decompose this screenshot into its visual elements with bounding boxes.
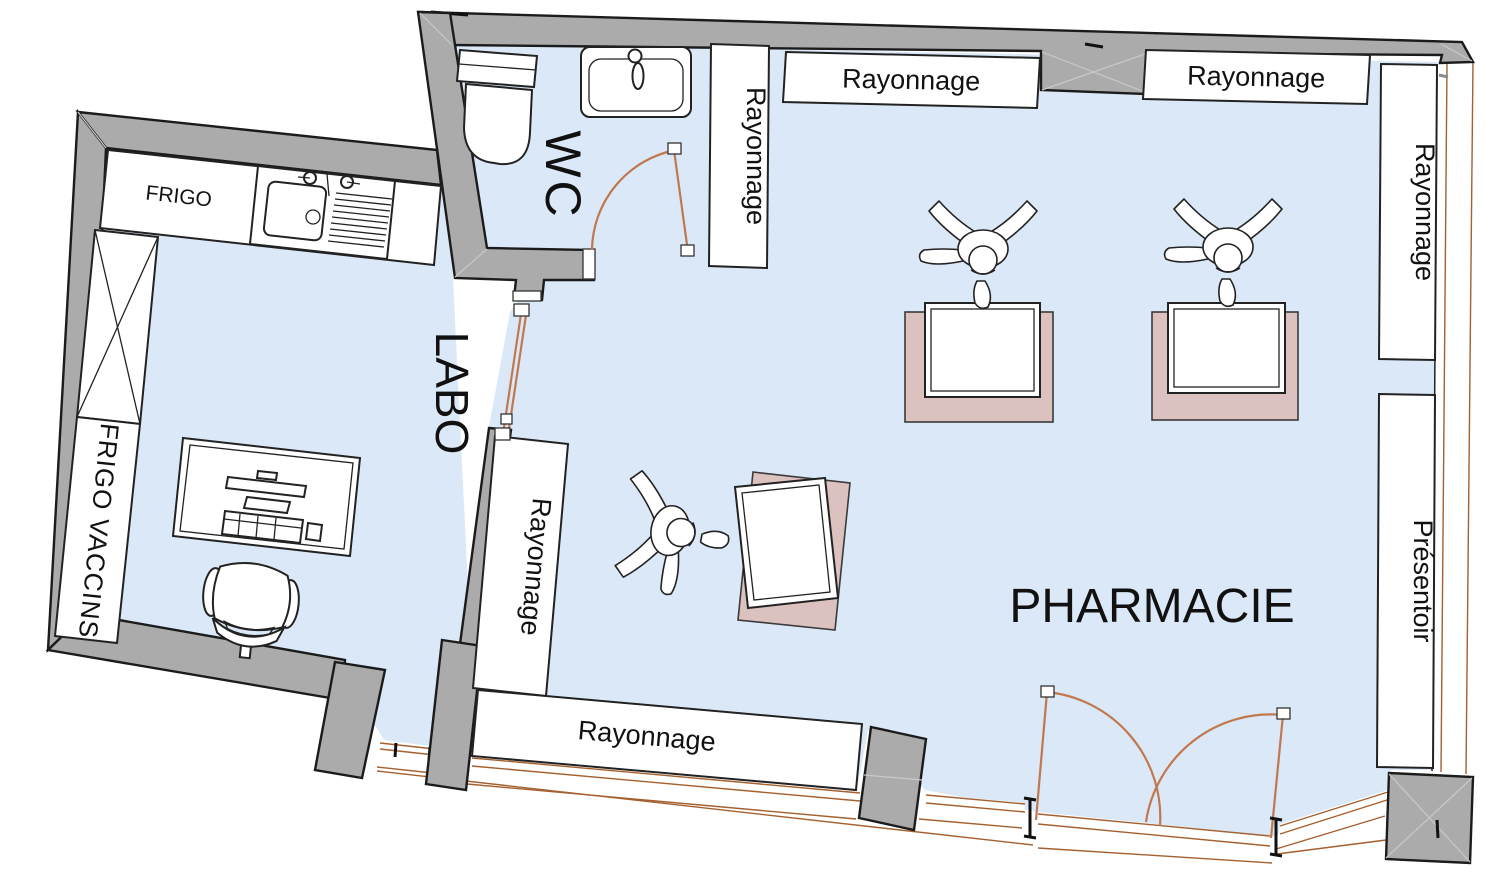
rayonnage-right: Rayonnage <box>1377 62 1440 362</box>
counter-top <box>733 476 840 610</box>
door-jamb-cap <box>582 248 596 280</box>
mouse-icon <box>304 521 324 543</box>
presentoir-right: Présentoir <box>1375 392 1438 770</box>
wc-fixtures <box>455 46 692 166</box>
window-segment-bottom-left <box>466 758 860 820</box>
rayonnage-top-1: Rayonnage <box>781 50 1042 110</box>
entrance-double-door <box>1023 685 1291 858</box>
wc-room-label: WC <box>535 130 591 219</box>
entrance-threshold <box>1037 813 1271 847</box>
counter-2 <box>1151 302 1299 421</box>
counter-top <box>924 302 1041 398</box>
counters <box>733 302 1299 631</box>
counter-top <box>1167 302 1286 394</box>
drainboard-lines <box>327 192 393 248</box>
pharmacie-room-label: PHARMACIE <box>1009 580 1294 633</box>
presentoir-label: Présentoir <box>1408 519 1438 642</box>
frigo-vaccins-cabinet: FRIGO VACCINS <box>53 415 142 645</box>
stub-cap <box>512 290 542 302</box>
wc-sink-icon <box>580 46 692 118</box>
labo-cupboard <box>75 228 160 426</box>
toilet-icon <box>455 48 539 166</box>
pillar-partition <box>424 638 484 792</box>
pillar-middle <box>857 725 928 832</box>
shelving-units: Rayonnage Rayonnage Rayonnage Rayonnage … <box>470 42 1440 792</box>
labo-furniture: FRIGO FRIGO VACCINS <box>53 148 443 660</box>
rayonnage-label: Rayonnage <box>1187 61 1326 94</box>
rayonnage-bottom: Rayonnage <box>470 688 864 792</box>
rayonnage-partition: Rayonnage <box>471 434 570 698</box>
rayonnage-label: Rayonnage <box>842 64 981 97</box>
labo-room-label: LABO <box>426 332 478 455</box>
counter-1 <box>904 302 1054 423</box>
keyboard-icon <box>220 509 305 545</box>
doors <box>494 142 1291 858</box>
wall-step-block <box>313 660 387 780</box>
office-chair <box>202 562 300 660</box>
room-labels: LABO WC PHARMACIE <box>426 130 1295 633</box>
window-segment-bottom-right <box>1276 790 1388 851</box>
wc-door <box>590 142 695 257</box>
facade-outer-line <box>376 770 1387 864</box>
counter-3 <box>733 471 851 631</box>
wall-wc <box>416 10 596 302</box>
labo-sink <box>248 164 397 261</box>
sliding-door <box>494 303 530 441</box>
monitor-icon <box>224 475 308 499</box>
rayonnage-top-2: Rayonnage <box>1141 48 1372 106</box>
rayonnage-label: Rayonnage <box>741 87 771 225</box>
rayonnage-wc-side: Rayonnage <box>707 42 771 270</box>
labo-desk <box>171 436 362 558</box>
rayonnage-label: Rayonnage <box>1410 143 1440 281</box>
